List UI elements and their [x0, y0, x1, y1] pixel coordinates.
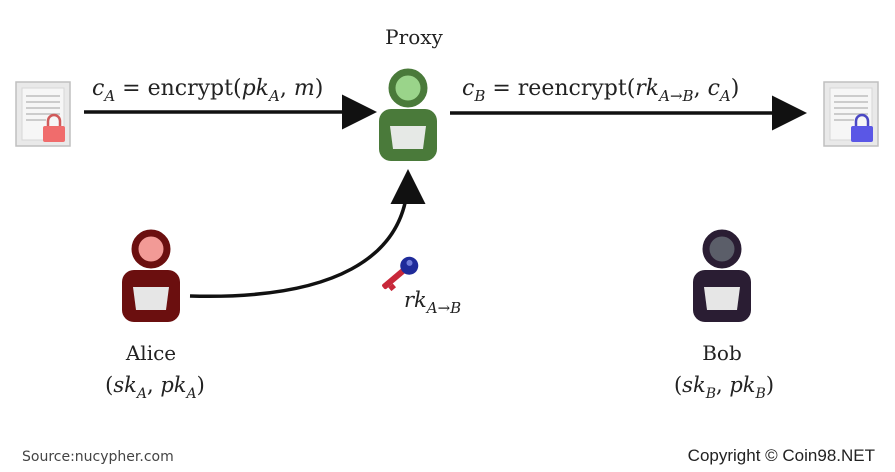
- encrypt-label: cA = encrypt(pkA, m): [92, 76, 323, 105]
- rekey-arrow: [189, 169, 426, 299]
- key-icon: [382, 256, 419, 292]
- lock-icon: [851, 113, 873, 142]
- rekey-label: rkA→B: [404, 288, 461, 317]
- document-reencrypted-icon: [823, 81, 879, 147]
- alice-name: Alice: [125, 341, 176, 365]
- bob-keys: (skB, pkB): [674, 373, 774, 402]
- reencrypt-label: cB = reencrypt(rkA→B, cA): [462, 76, 739, 105]
- alice-user-icon: [122, 229, 180, 322]
- bob-name: Bob: [702, 341, 742, 365]
- proxy-user-icon: [379, 68, 437, 161]
- document-locked-icon: [15, 81, 71, 147]
- source-credit: Source:nucypher.com: [22, 449, 174, 465]
- bob-user-icon: [693, 229, 751, 322]
- copyright-notice: Copyright © Coin98.NET: [687, 446, 875, 465]
- alice-keys: (skA, pkA): [105, 373, 205, 402]
- proxy-title: Proxy: [385, 25, 443, 49]
- lock-icon: [43, 113, 65, 142]
